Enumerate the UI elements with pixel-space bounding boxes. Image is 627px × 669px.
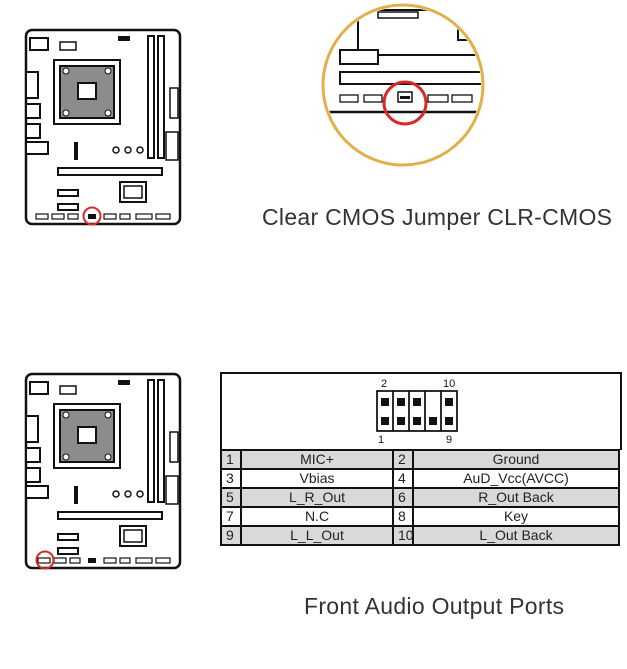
motherboard-diagram-cmos	[24, 28, 182, 226]
pin-number-cell: 4	[392, 468, 414, 489]
signal-name-cell: Vbias	[240, 468, 394, 489]
motherboard-diagram-audio	[24, 372, 182, 570]
zoom-inset-cmos	[321, 3, 485, 167]
signal-name-cell: MIC+	[240, 449, 394, 470]
zoom-red-highlight	[382, 80, 428, 126]
pin-number-10: 10	[443, 378, 456, 390]
clr-cmos-highlight-circle	[82, 206, 102, 226]
pin-number-9: 9	[446, 434, 453, 446]
signal-name-cell: AuD_Vcc(AVCC)	[412, 468, 620, 489]
pin-number-1: 1	[378, 434, 385, 446]
pin-number-cell: 1	[220, 449, 242, 470]
audio-header-pins	[376, 390, 458, 432]
pin-number-cell: 6	[392, 487, 414, 508]
pin-number-2: 2	[381, 378, 388, 390]
signal-name-cell: L_R_Out	[240, 487, 394, 508]
pin-number-cell: 9	[220, 525, 242, 546]
signal-name-cell: L_L_Out	[240, 525, 394, 546]
pin-number-cell: 3	[220, 468, 242, 489]
pin-number-cell: 10	[392, 525, 414, 546]
signal-name-cell: Ground	[412, 449, 620, 470]
pin-number-cell: 8	[392, 506, 414, 527]
front-audio-caption: Front Audio Output Ports	[304, 593, 565, 619]
pin-number-cell: 2	[392, 449, 414, 470]
pin-number-cell: 5	[220, 487, 242, 508]
signal-name-cell: Key	[412, 506, 620, 527]
signal-name-cell: L_Out Back	[412, 525, 620, 546]
audio-header-diagram-box	[220, 372, 622, 450]
front-audio-highlight-circle	[35, 550, 55, 570]
pin-number-cell: 7	[220, 506, 242, 527]
signal-name-cell: N.C	[240, 506, 394, 527]
signal-name-cell: R_Out Back	[412, 487, 620, 508]
clear-cmos-caption: Clear CMOS Jumper CLR-CMOS	[262, 204, 613, 230]
